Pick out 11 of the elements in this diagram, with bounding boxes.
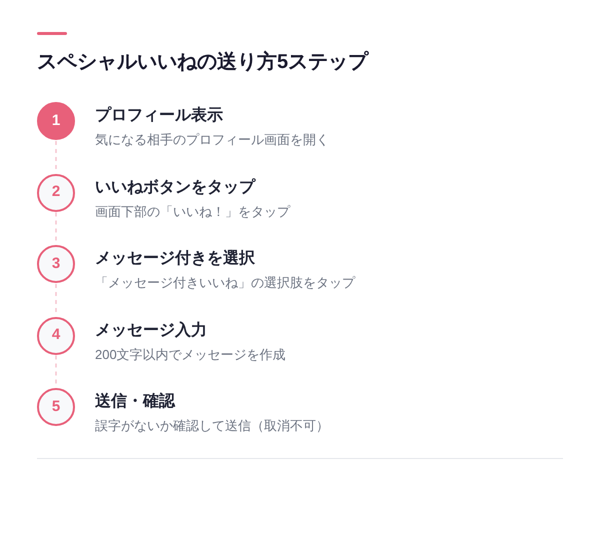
step-title: プロフィール表示: [95, 106, 223, 126]
step-title: 送信・確認: [95, 392, 175, 412]
step-description: 画面下部の「いいね！」をタップ: [95, 202, 290, 220]
title: スペシャルいいねの送り方5ステップ: [37, 50, 368, 75]
step-description: 誤字がないか確認して送信（取消不可）: [95, 417, 329, 434]
step-description: 200文字以内でメッセージを作成: [95, 346, 286, 362]
step-title: メッセージ入力: [95, 320, 207, 340]
step-description: 「メッセージ付きいいね」の選択肢をタップ: [95, 274, 355, 291]
step-title: いいねボタンをタップ: [95, 178, 255, 198]
step-title: メッセージ付きを選択: [95, 249, 255, 269]
step-description: 気になる相手のプロフィール画面を開く: [95, 131, 329, 148]
